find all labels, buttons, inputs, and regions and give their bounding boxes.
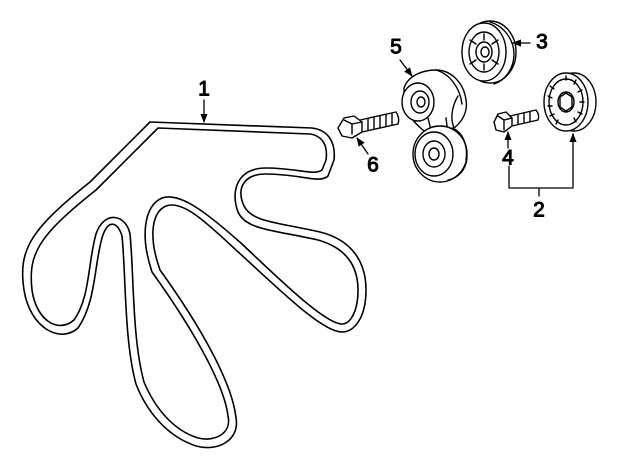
serpentine-belt [21,121,367,449]
leader-6 [356,137,369,155]
lower-idler-pulley [543,72,597,132]
callout-belt: 1 [198,78,210,101]
callout-idler-pair: 2 [533,199,545,222]
callout-idler-bolt: 4 [502,147,514,170]
upper-idler-pulley [461,20,517,85]
callout-upper-idler: 3 [536,31,548,54]
tensioner-bolt [337,111,400,139]
leader-lines [200,39,577,197]
belt-outer-edge [21,121,367,449]
belt-inner-edge [30,127,359,440]
callout-tensioner: 5 [390,36,402,59]
leader-2 [508,133,574,189]
idler-bolt [493,109,540,133]
leader-5 [399,59,413,77]
callout-tensioner-bolt: 6 [367,154,379,177]
belt-tensioner [401,69,468,183]
